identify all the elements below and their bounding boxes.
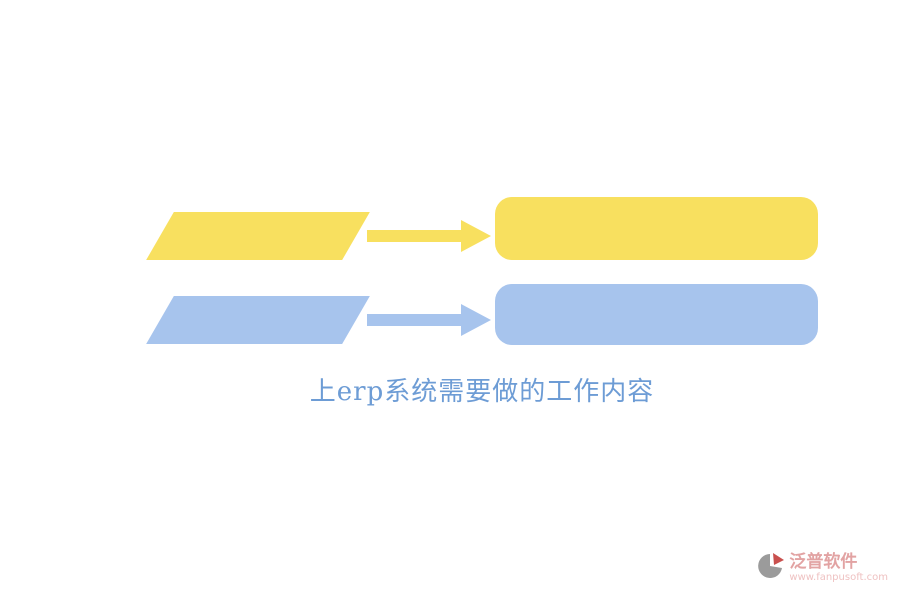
logo-url: www.fanpusoft.com — [789, 572, 888, 583]
input-parallelogram-blue — [146, 296, 370, 344]
fanpu-logo: 泛普软件 www.fanpusoft.com — [757, 552, 888, 584]
input-parallelogram-yellow — [146, 212, 370, 260]
diagram-title: 上erp系统需要做的工作内容 — [309, 377, 655, 407]
logo-red-shape — [773, 553, 785, 565]
result-box-blue — [495, 284, 818, 345]
arrow-right-yellow-icon — [367, 220, 491, 252]
arrow-right-blue-icon — [367, 304, 491, 336]
logo-gray-shape — [758, 554, 783, 578]
arrow-shape-yellow — [367, 220, 491, 252]
logo-texts: 泛普软件 www.fanpusoft.com — [789, 552, 888, 584]
arrow-shape-blue — [367, 304, 491, 336]
result-box-yellow — [495, 197, 818, 260]
logo-name: 泛普软件 — [789, 552, 858, 572]
fanpu-logo-icon — [758, 553, 785, 578]
